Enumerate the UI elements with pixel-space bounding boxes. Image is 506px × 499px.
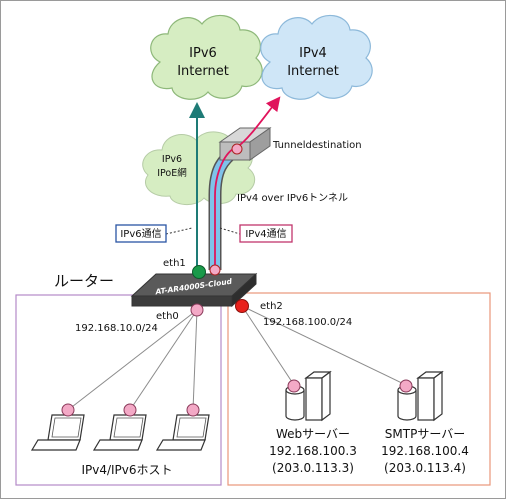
smtp-server-name: SMTPサーバー: [385, 427, 465, 441]
eth0-port: [190, 303, 204, 317]
tunnel-destination-label: Tunneldestination: [272, 140, 362, 151]
lan-right-box: [227, 292, 491, 486]
eth0-label: eth0: [156, 311, 179, 322]
smtp-server-public-ip: (203.0.113.4): [384, 461, 466, 475]
eth0-network-label: 192.168.10.0/24: [75, 323, 158, 334]
ipv4-comm-label: IPv4通信: [245, 228, 286, 240]
lan-left-box: [15, 294, 222, 486]
ipv4-internet-line1: IPv4: [299, 46, 327, 61]
lan-left-links: [67, 309, 198, 411]
web-server-ip: 192.168.100.3: [269, 444, 357, 458]
eth2-label: eth2: [260, 301, 283, 312]
router: [130, 272, 258, 308]
ipv6-callout-line: [165, 227, 193, 235]
eth2-port: [235, 299, 249, 313]
web-server-name: Webサーバー: [276, 427, 350, 441]
ipv4-over-ipv6-label: IPv4 over IPv6トンネル: [237, 192, 348, 204]
smtp-server: [397, 370, 444, 422]
ipv6-comm-box: [115, 224, 167, 243]
ipv4-callout-line: [219, 227, 241, 235]
router-label: ルーター: [54, 272, 114, 290]
tunnel-start-node: [209, 264, 221, 276]
laptop-2: [92, 403, 147, 451]
web-server-public-ip: (203.0.113.3): [272, 461, 354, 475]
ipoe-line1: IPv6: [162, 154, 182, 165]
eth1-port: [192, 265, 206, 279]
hosts-label: IPv4/IPv6ホスト: [81, 463, 172, 477]
laptop-3: [155, 403, 210, 451]
ipoe-line2: IPoE網: [157, 167, 187, 179]
eth2-network-label: 192.168.100.0/24: [263, 317, 352, 328]
ipv6-internet-line1: IPv6: [189, 46, 217, 61]
web-server: [285, 370, 332, 422]
ipv4-internet-cloud: [260, 14, 373, 100]
tunnel-endpoint-node: [231, 143, 243, 155]
ipv4-internet-line2: Internet: [287, 64, 339, 79]
smtp-server-ip: 192.168.100.4: [381, 444, 469, 458]
ipv6-comm-label: IPv6通信: [120, 228, 161, 240]
ipv6-internet-cloud: [150, 14, 263, 100]
ipv4-comm-box: [239, 224, 293, 243]
ipv6-internet-line2: Internet: [177, 64, 229, 79]
lan-right-links: [241, 305, 407, 386]
eth1-label: eth1: [163, 258, 186, 269]
laptop-1: [30, 403, 85, 451]
